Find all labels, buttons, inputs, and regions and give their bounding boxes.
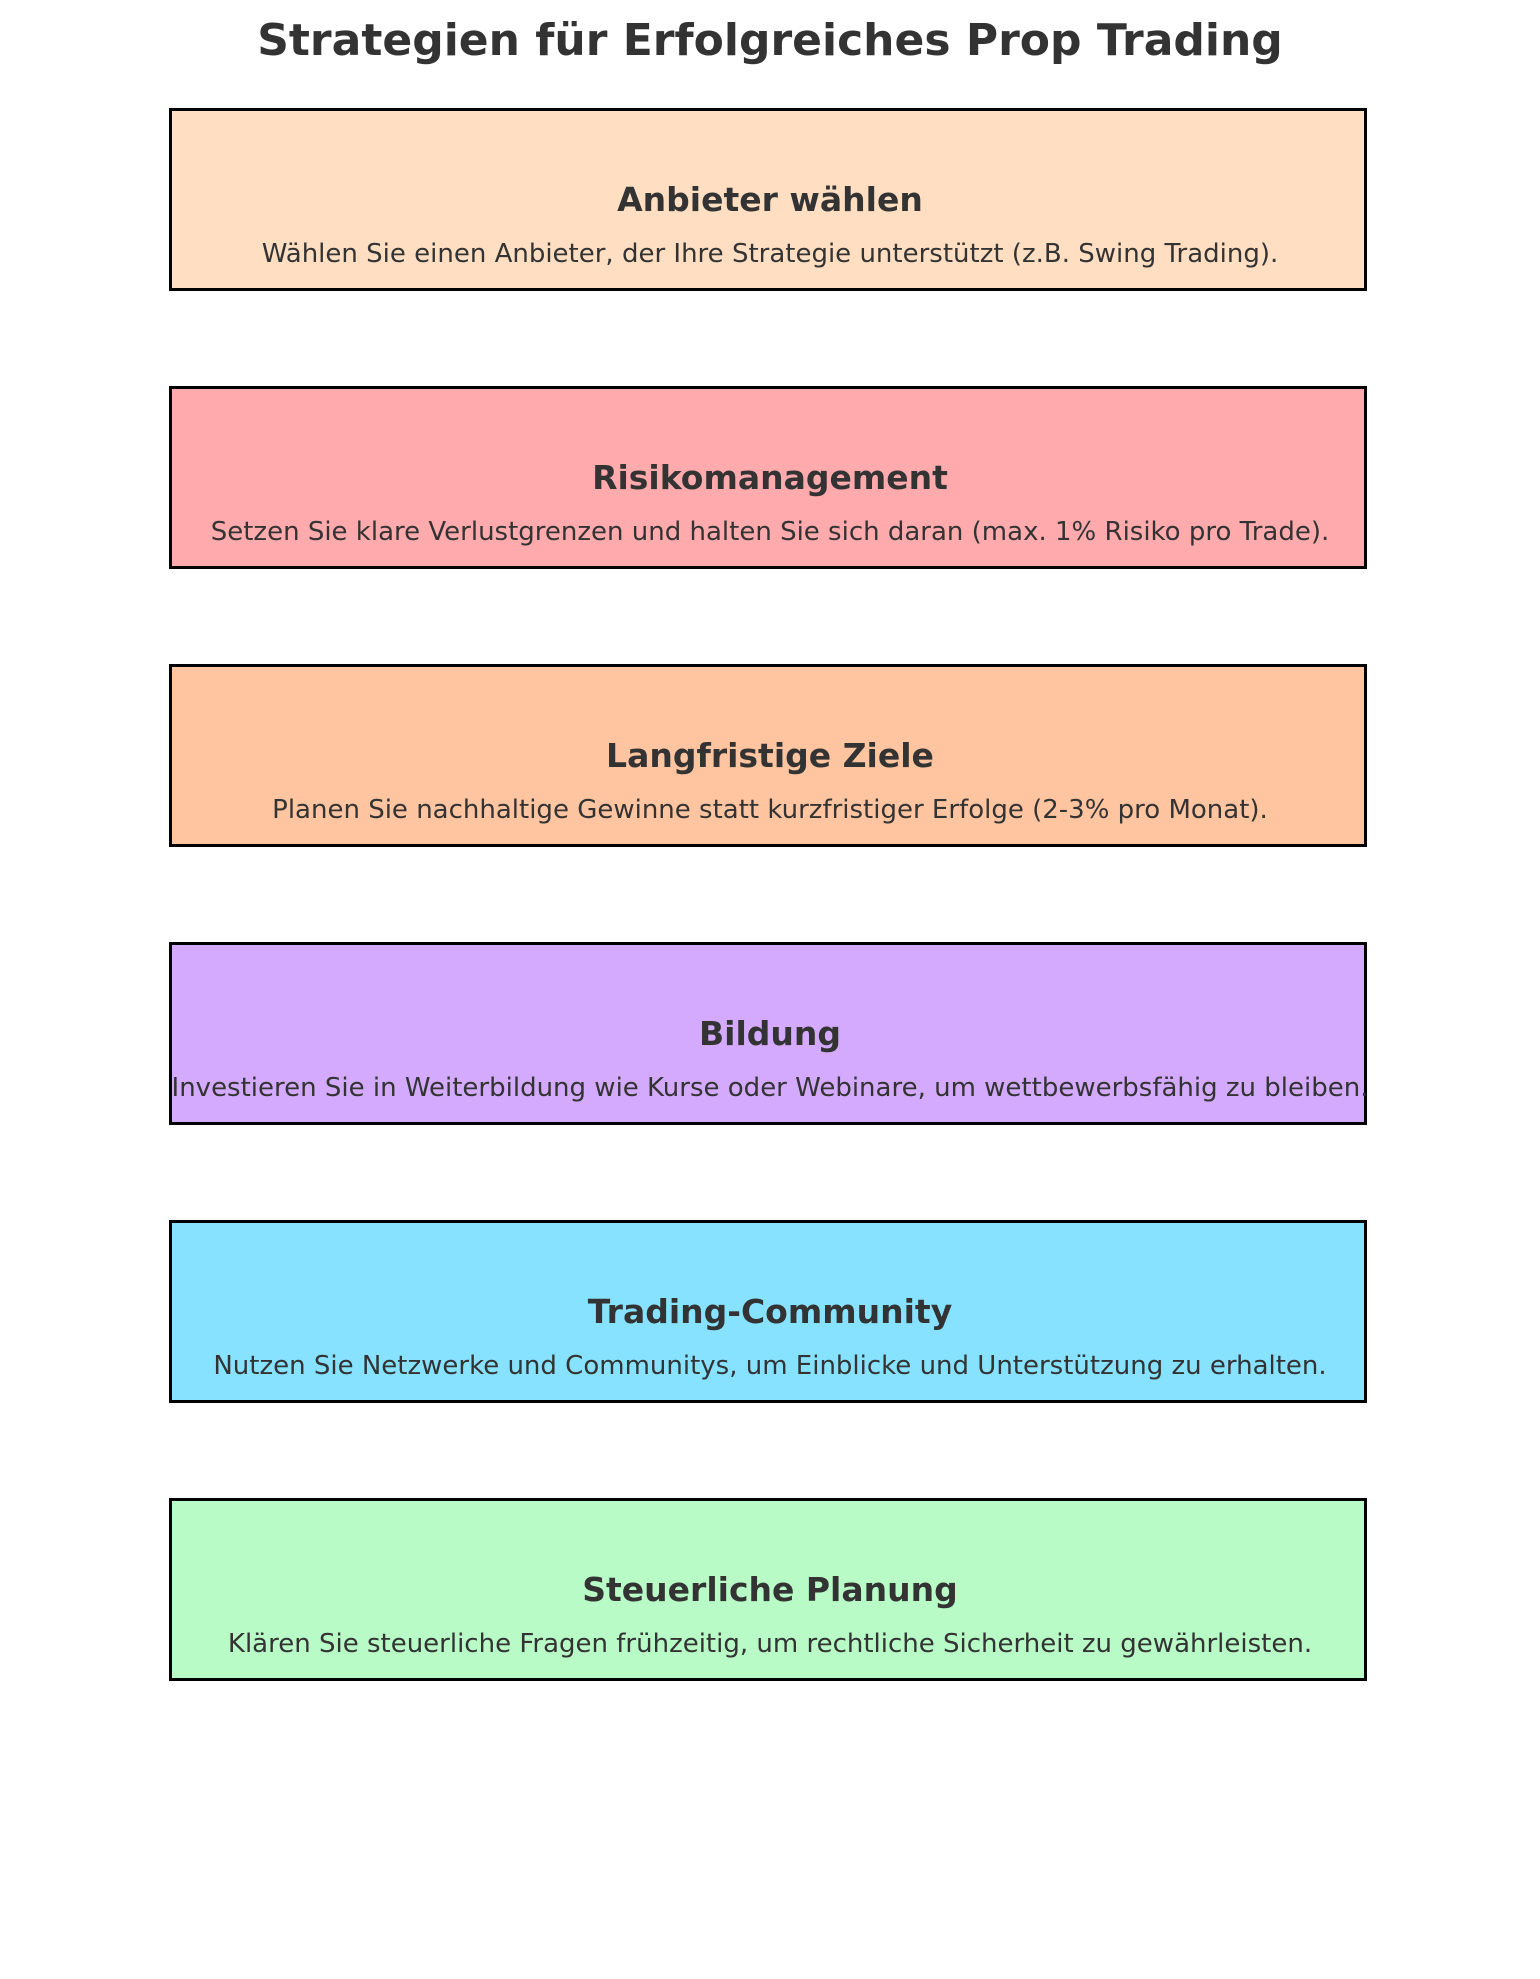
step-description-education: Investieren Sie in Weiterbildung wie Kur…: [171, 1073, 1369, 1103]
step-title-risk-management: Risikomanagement: [592, 458, 948, 497]
step-title-long-term-goals: Langfristige Ziele: [606, 736, 934, 775]
step-description-trading-community: Nutzen Sie Netzwerke und Communitys, um …: [213, 1351, 1327, 1381]
step-box-risk-management: [169, 386, 1367, 569]
step-title-provider: Anbieter wählen: [617, 180, 923, 219]
step-box-long-term-goals: [169, 664, 1367, 847]
step-box-provider: [169, 108, 1367, 291]
step-description-risk-management: Setzen Sie klare Verlustgrenzen und halt…: [210, 517, 1330, 547]
step-box-education: [169, 942, 1367, 1125]
step-description-provider: Wählen Sie einen Anbieter, der Ihre Stra…: [261, 239, 1279, 269]
step-title-trading-community: Trading-Community: [587, 1292, 953, 1331]
step-box-trading-community: [169, 1220, 1367, 1403]
step-description-tax-planning: Klären Sie steuerliche Fragen frühzeitig…: [227, 1629, 1313, 1659]
page-title: Strategien für Erfolgreiches Prop Tradin…: [257, 15, 1283, 66]
step-title-tax-planning: Steuerliche Planung: [582, 1570, 958, 1609]
step-description-long-term-goals: Planen Sie nachhaltige Gewinne statt kur…: [272, 795, 1268, 825]
step-title-education: Bildung: [698, 1014, 841, 1053]
step-box-tax-planning: [169, 1498, 1367, 1681]
